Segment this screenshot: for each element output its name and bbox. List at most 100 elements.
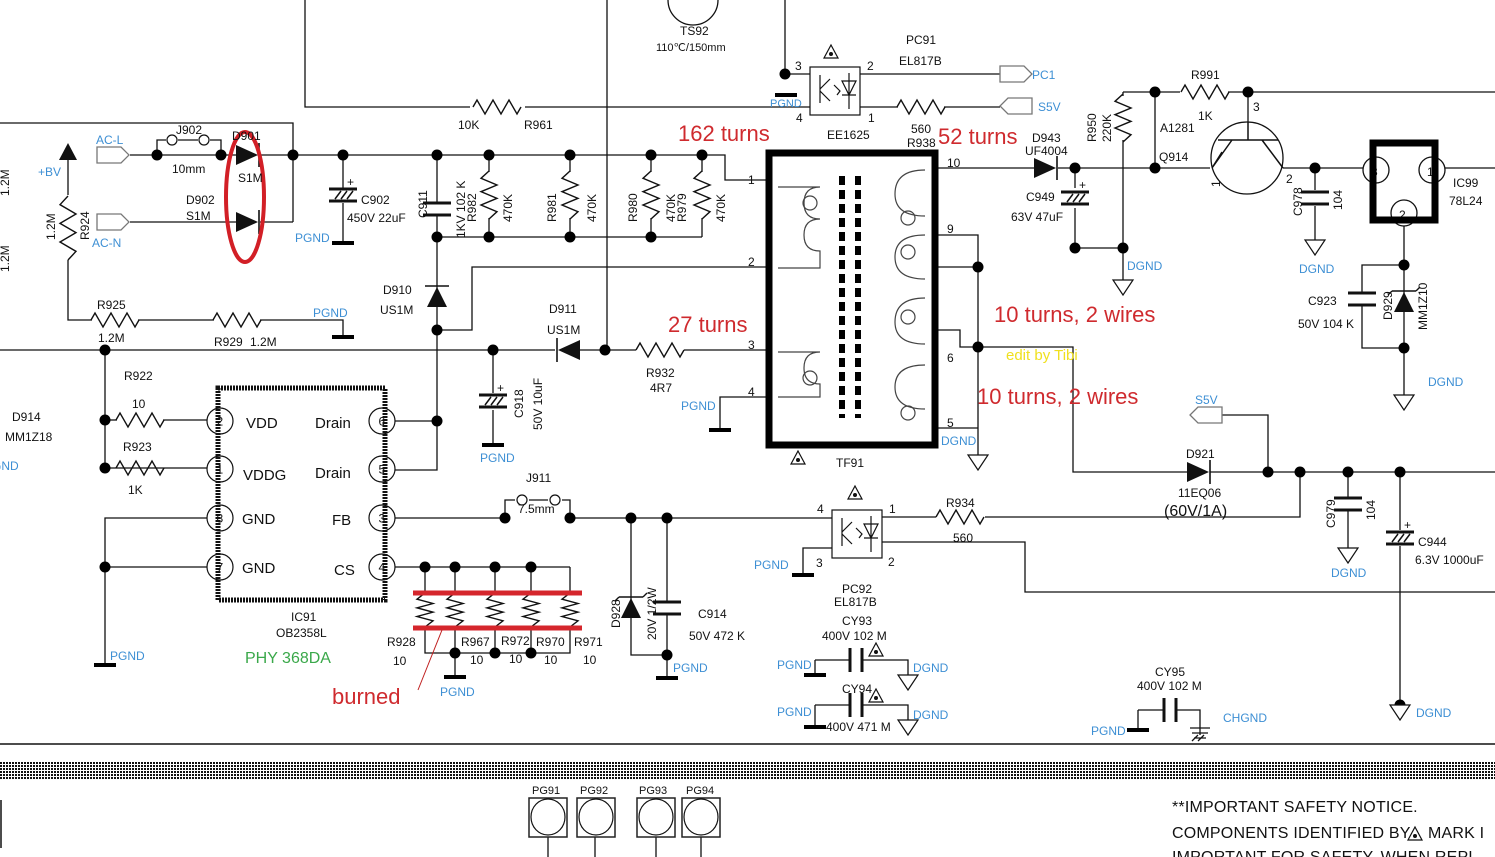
ic91-pin-circle <box>368 553 396 581</box>
junction-dot <box>431 149 443 161</box>
ic91-pin-number: 3 <box>379 512 386 526</box>
d928-value: 20V 1/2W <box>645 587 659 640</box>
j902-value: 10mm <box>172 162 205 176</box>
resistor-r981 <box>560 170 580 220</box>
junction-dot <box>1309 162 1321 174</box>
junction-dot <box>1294 466 1306 478</box>
pc92-optocoupler-body <box>831 509 883 559</box>
junction-dot <box>564 231 576 243</box>
junction-dot <box>1262 466 1274 478</box>
burned-pointer-line <box>417 629 443 691</box>
junction-dot <box>1069 162 1081 174</box>
sense-resistor-ref: R928 <box>387 635 416 649</box>
net-pgnd: PGND <box>480 451 515 465</box>
resistor-r961 <box>472 98 522 116</box>
resistor-r922 <box>115 411 165 429</box>
r932-value: 4R7 <box>650 381 672 395</box>
r980-value: 470K <box>664 194 678 222</box>
pc91-phototransistor <box>819 75 841 103</box>
tf91-pin: 4 <box>748 385 755 399</box>
wire <box>562 499 571 518</box>
wire <box>1361 306 1404 349</box>
r961-ref: R961 <box>524 118 553 132</box>
winding-dot <box>900 210 916 226</box>
junction-dot <box>431 324 443 336</box>
junction-dot <box>489 561 501 573</box>
capacitor-c944-plus-sign: + <box>1404 518 1411 532</box>
pc92-phototransistor <box>841 518 863 546</box>
c902-value: 450V 22uF <box>347 211 406 225</box>
ts92-thermal-switch-symbol <box>667 0 719 26</box>
wire <box>937 234 979 455</box>
d914-ref: D914 <box>12 410 41 424</box>
pc92-pin: 2 <box>888 555 895 569</box>
c979-value: 104 <box>1364 500 1378 520</box>
junction-dot <box>661 649 673 661</box>
junction-dot <box>1394 466 1406 478</box>
burned-diodes-highlight <box>224 130 266 264</box>
resistor-r924 <box>58 195 78 261</box>
pg92-label: PG92 <box>580 785 608 797</box>
ic91-pin-number: 6 <box>379 415 386 429</box>
resistor-sense-4 <box>520 592 542 628</box>
net-dgnd: DGND <box>941 434 977 448</box>
r991-value: 1K <box>1198 109 1213 123</box>
tf91-pin: 3 <box>748 338 755 352</box>
wire <box>719 396 768 430</box>
resistor-r979 <box>692 170 712 220</box>
pg94-terminal <box>681 797 721 838</box>
c923-ref: C923 <box>1308 294 1337 308</box>
c914-value: 50V 472 K <box>689 629 745 643</box>
r991-ref: R991 <box>1191 68 1220 82</box>
port-s5v-secondary <box>1189 406 1223 424</box>
resistor-r929 <box>212 311 262 329</box>
wire <box>862 659 909 675</box>
d911-ref: D911 <box>549 302 577 316</box>
wire <box>862 704 909 720</box>
wire <box>260 154 768 181</box>
winding-dot <box>802 195 818 211</box>
junction-dot <box>499 512 511 524</box>
ic91-pin-number: 7 <box>217 561 224 575</box>
junction-dot <box>489 647 501 659</box>
junction-dot <box>779 68 791 80</box>
q914-transistor-symbol <box>1211 122 1284 169</box>
junction-dot <box>1069 242 1081 254</box>
junction-dot <box>99 462 111 474</box>
sense-resistor-value: 10 <box>393 654 407 668</box>
resistor-sense-1 <box>414 592 436 628</box>
d943-value: UF4004 <box>1025 144 1068 158</box>
r950-value: 220K <box>1100 114 1114 142</box>
q914-pin: 2 <box>1286 172 1293 186</box>
pg92-terminal <box>576 797 616 838</box>
junction-dot <box>151 149 163 161</box>
c911-ref: C911 <box>416 190 430 218</box>
port-ac-l <box>96 146 130 164</box>
wire <box>630 518 667 656</box>
safety-warning-icon <box>867 687 885 703</box>
safety-warning-icon-dot <box>874 696 878 700</box>
annotation-burned: burned <box>332 684 401 709</box>
junction-dot <box>564 149 576 161</box>
pc92-pin: 4 <box>817 502 824 516</box>
q914-value: A1281 <box>1160 121 1195 135</box>
junction-dot <box>287 149 299 161</box>
winding-dot <box>900 309 916 325</box>
wire <box>104 517 207 665</box>
tf91-pin: 10 <box>947 156 961 170</box>
capacitor-c949-plus-sign: + <box>1079 178 1086 192</box>
junction-dot <box>99 414 111 426</box>
diode-d902 <box>236 212 258 232</box>
j911-ref: J911 <box>526 471 551 485</box>
tf91-pin: 9 <box>947 222 954 236</box>
ic91-body <box>215 385 388 603</box>
net-dgnd: DGND <box>1127 259 1163 273</box>
wire <box>937 329 1188 473</box>
annotation-secondary2-turns: 10 turns, 2 wires <box>977 384 1138 409</box>
net-pgnd: PGND <box>754 558 789 572</box>
left-edge-value: 1.2M <box>0 245 12 272</box>
net-pgnd: PGND <box>110 649 145 663</box>
pg91-terminal <box>528 797 568 838</box>
r929-value: 1.2M <box>250 335 277 349</box>
net-pgnd: PGND <box>295 231 330 245</box>
